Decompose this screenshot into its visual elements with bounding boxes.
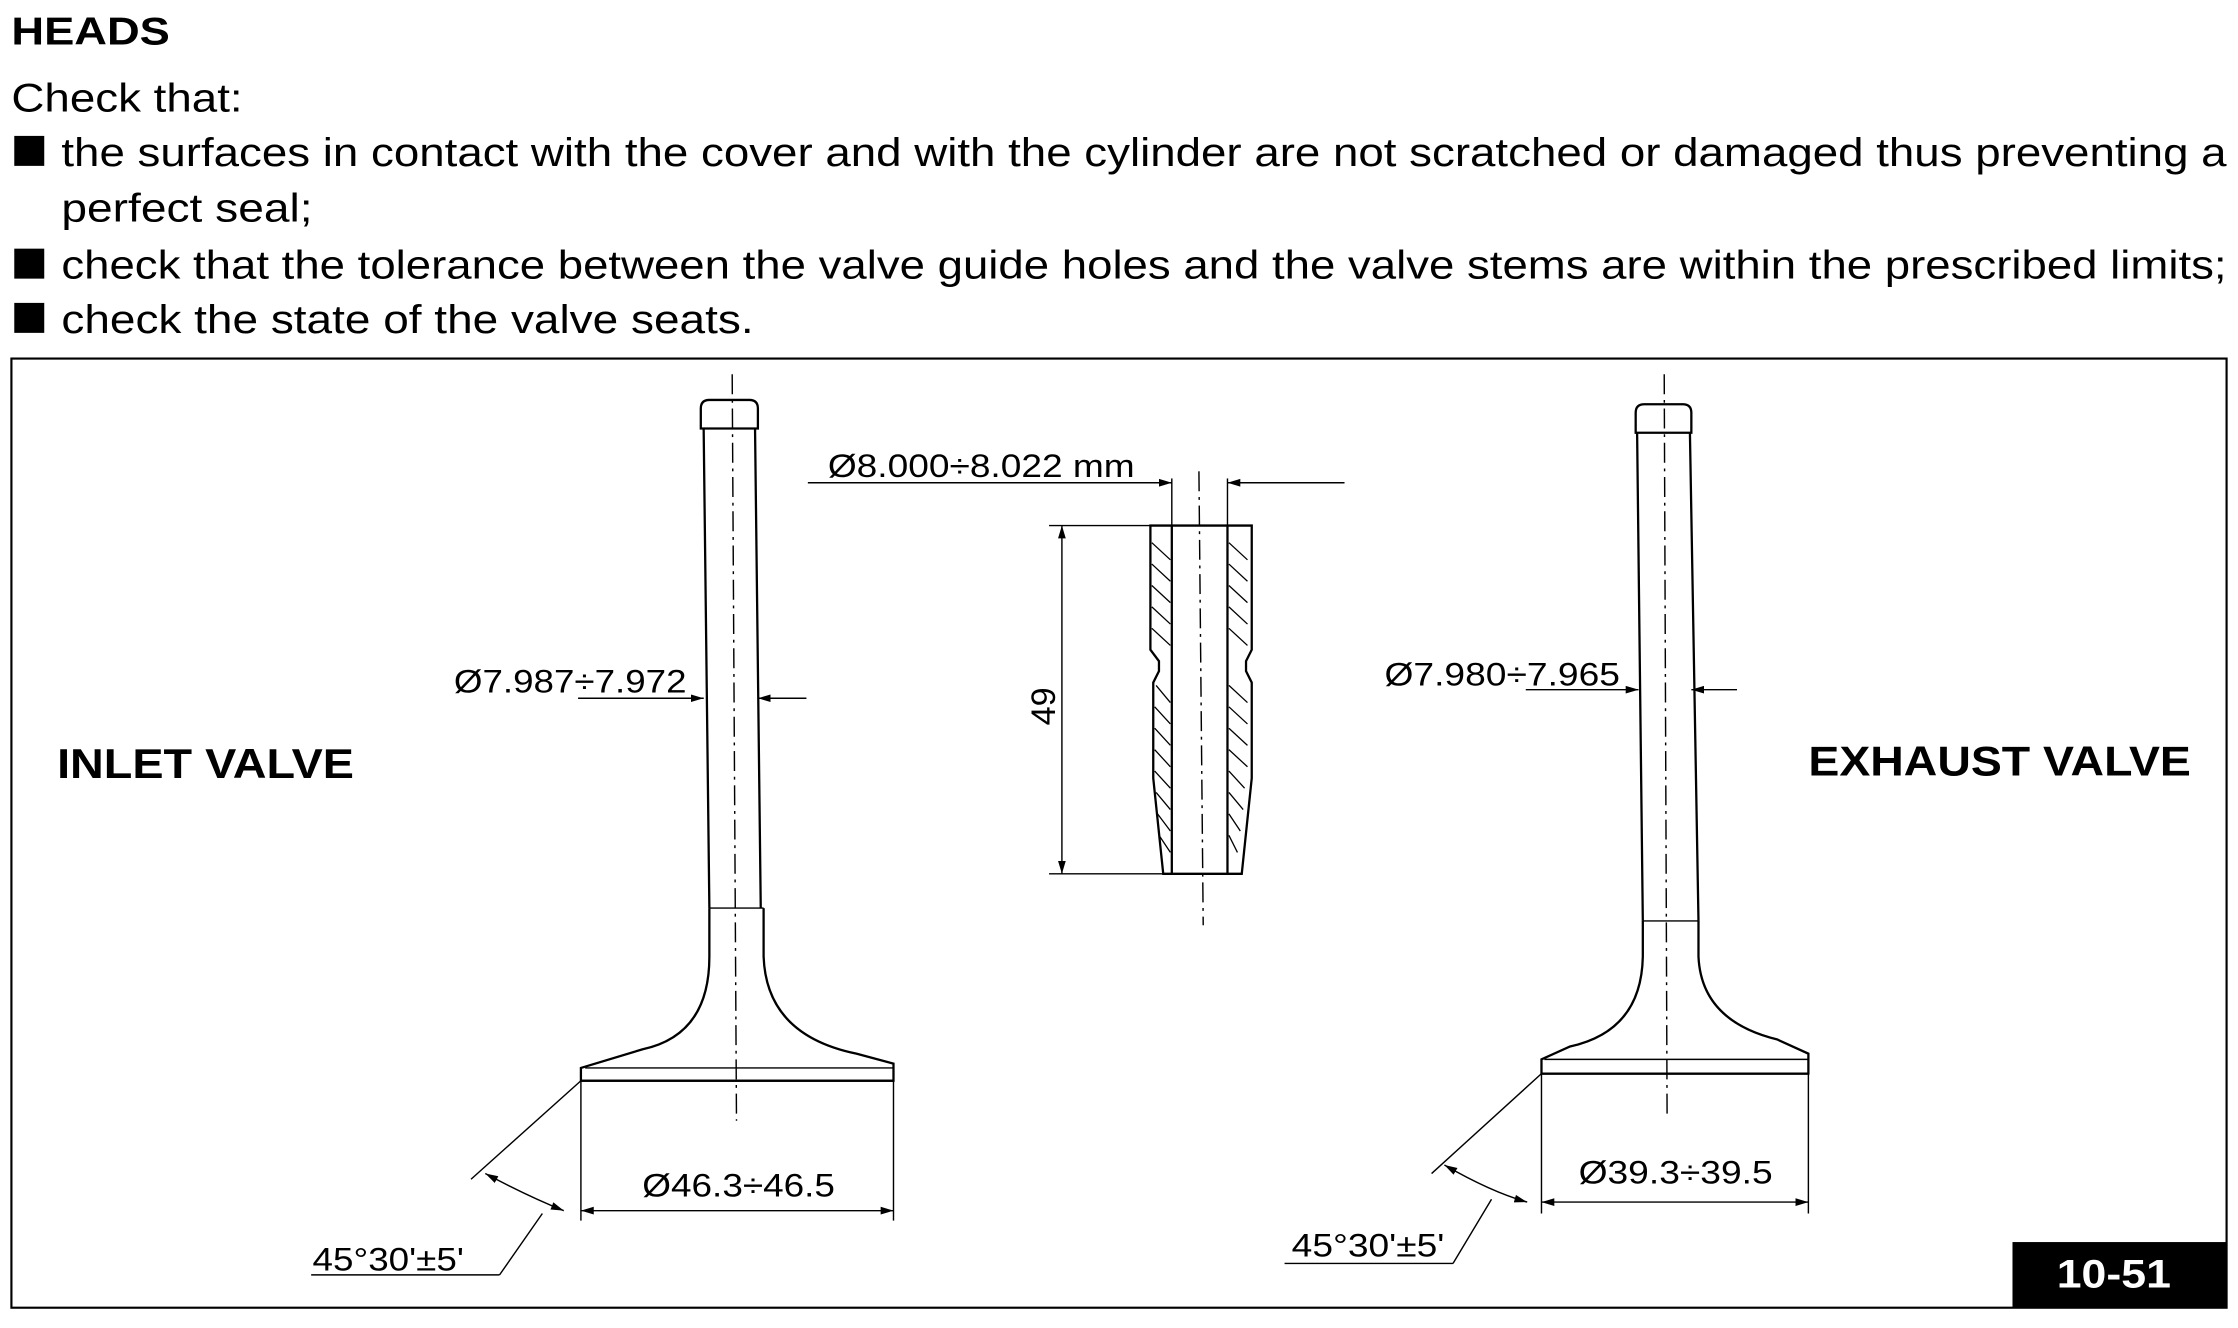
inlet-stem-diameter: Ø7.987÷7.972 (454, 663, 687, 700)
guide-length: 49 (1025, 687, 1063, 725)
valve-guide-drawing (807, 471, 1345, 926)
inlet-seat-angle: 45°30'±5' (313, 1241, 464, 1278)
figure-frame (10, 357, 2228, 1309)
exhaust-head-diameter: Ø39.3÷39.5 (1579, 1154, 1773, 1191)
section-heading: HEADS (11, 11, 169, 54)
inlet-valve-drawing (311, 374, 895, 1276)
bullet-icon (14, 302, 45, 333)
bullet-text: check that the tolerance between the val… (61, 244, 2226, 288)
page-number: 10-51 (2057, 1253, 2171, 1297)
bullet-icon (14, 135, 45, 166)
inlet-head-diameter: Ø46.3÷46.5 (642, 1166, 835, 1203)
exhaust-valve-label: EXHAUST VALVE (1808, 738, 2191, 784)
page-number-badge (2012, 1242, 2227, 1308)
inlet-valve-label: INLET VALVE (57, 741, 354, 787)
bullet-icon (14, 248, 45, 279)
bullet-text: check the state of the valve seats. (61, 298, 753, 342)
bullet-text-cont: perfect seal; (61, 187, 312, 231)
bullet-text: the surfaces in contact with the cover a… (61, 131, 2227, 175)
exhaust-seat-angle: 45°30'±5' (1292, 1226, 1445, 1263)
guide-bore-diameter: Ø8.000÷8.022 mm (828, 447, 1135, 484)
exhaust-valve-drawing (1284, 374, 1810, 1265)
exhaust-stem-diameter: Ø7.980÷7.965 (1384, 655, 1620, 692)
intro-text: Check that: (11, 77, 242, 121)
